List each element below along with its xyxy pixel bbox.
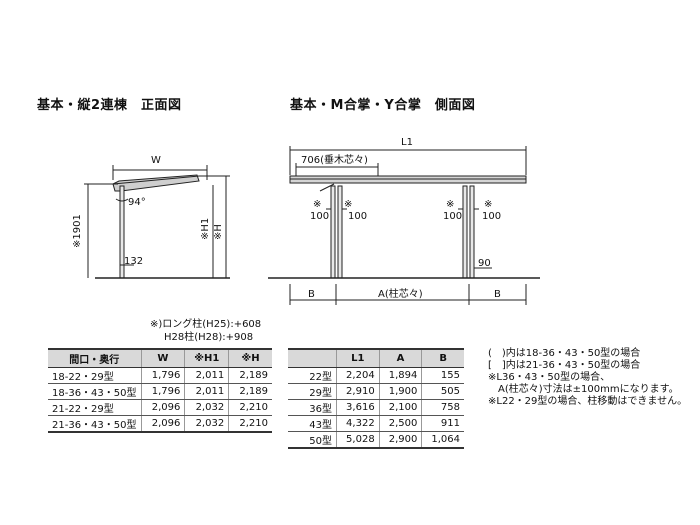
table-cell: 5,028 [336,431,380,449]
table-cell: 2,189 [228,367,272,384]
side-note-mark-left: ※ [313,199,321,210]
side-offset-label-left-b: 100 [348,211,367,222]
table-row: 18-22・29型 1,796 2,011 2,189 [48,367,272,384]
table-cell: 2,096 [140,415,185,433]
table-cell: 1,796 [140,383,185,400]
note-line: ( )内は18-36・43・50型の場合 [488,348,641,359]
table-cell: 29型 [288,383,337,400]
angle-arc [115,198,129,202]
table-cell: 2,204 [336,367,380,384]
table-cell: 911 [421,415,464,432]
side-left-post [330,185,336,279]
front-w-label: W [151,155,161,166]
table-cell: 2,189 [228,383,272,400]
table-cell: 155 [421,367,464,384]
table-cell: 2,096 [140,399,185,416]
table-cell: 22型 [288,367,337,384]
table-cell: 1,064 [421,431,464,449]
table-cell: 43型 [288,415,337,432]
table-row: 36型 3,616 2,100 758 [288,399,464,416]
front-table-header: 間口・奥行 [48,348,142,368]
side-table-header: A [378,348,422,368]
table-cell: 758 [421,399,464,416]
side-b-label-left: B [308,289,315,300]
side-note-mark-left-b: ※ [344,199,352,210]
table-cell: 18-36・43・50型 [48,383,142,400]
side-h90-label: 90 [478,258,491,269]
side-offset-label-right-a: 100 [443,211,462,222]
table-row: 21-22・29型 2,096 2,032 2,210 [48,399,272,416]
table-cell: 505 [421,383,464,400]
side-note-mark-right: ※ [446,199,454,210]
front-table-header: ※H [228,348,272,368]
table-cell: 2,910 [336,383,380,400]
side-view-heading: 基本・M合掌・Y合掌 側面図 [290,98,476,113]
table-cell: 2,032 [184,399,229,416]
table-cell: 2,011 [184,367,229,384]
table-cell: 2,500 [378,415,422,432]
table-row: 22型 2,204 1,894 155 [288,367,464,384]
table-cell: 1,796 [140,367,185,384]
side-table-header: B [421,348,464,368]
table-cell: 2,900 [378,431,422,449]
table-row: 29型 2,910 1,900 505 [288,383,464,400]
front-table-header: ※H1 [184,348,229,368]
front-h-label: ※H [213,224,224,240]
long-post-note-2: H28柱(H28):+908 [164,332,254,343]
note-line: [ ]内は21-36・43・50型の場合 [488,360,641,371]
table-cell: 1,900 [378,383,422,400]
side-spacing-label: 706(垂木芯々) [301,153,368,166]
table-row: 21-36・43・50型 2,096 2,032 2,210 [48,415,272,433]
table-cell: 2,100 [378,399,422,416]
table-cell: 3,616 [336,399,380,416]
side-table-header [288,348,337,368]
side-a-label: A(柱芯々) [378,287,423,300]
table-cell: 21-22・29型 [48,399,142,416]
table-cell: 2,032 [184,415,229,433]
front-view-heading: 基本・縦2連棟 正面図 [37,98,182,113]
side-table-header: L1 [336,348,380,368]
table-cell: 36型 [288,399,337,416]
front-base-label: 132 [124,256,143,267]
front-height-label: ※1901 [72,214,83,248]
table-cell: 50型 [288,431,337,449]
side-right-post [462,185,468,279]
note-line: ※L22・29型の場合、柱移動はできません。 [488,396,688,407]
table-row: 18-36・43・50型 1,796 2,011 2,189 [48,383,272,400]
table-cell: 18-22・29型 [48,367,142,384]
note-line: ※L36・43・50型の場合、 [488,372,611,383]
table-cell: 4,322 [336,415,380,432]
front-angle-label: 94° [128,197,146,208]
notes-block: ( )内は18-36・43・50型の場合 [ ]内は21-36・43・50型の場… [488,348,693,408]
side-note-mark-right-b: ※ [484,199,492,210]
table-cell: 2,011 [184,383,229,400]
table-cell: 2,210 [228,415,272,433]
front-h1-label: ※H1 [200,218,211,240]
side-offset-label-right-b: 100 [482,211,501,222]
table-cell: 21-36・43・50型 [48,415,142,433]
long-post-note-1: ※)ロング柱(H25):+608 [150,319,262,330]
note-line: A(柱芯々)寸法は±100mmになります。 [488,384,679,395]
front-spec-table: 間口・奥行 W ※H1 ※H 18-22・29型 1,796 2,011 2,1… [48,348,272,433]
side-b-label-right: B [494,289,501,300]
table-row: 43型 4,322 2,500 911 [288,415,464,432]
front-table-header: W [140,348,185,368]
side-view-diagram [268,146,540,305]
side-offset-label-left-a: 100 [310,211,329,222]
table-cell: 1,894 [378,367,422,384]
table-row: 50型 5,028 2,900 1,064 [288,431,464,449]
table-cell: 2,210 [228,399,272,416]
side-l1-label: L1 [401,137,413,148]
front-roof [112,174,200,192]
side-spec-table: L1 A B 22型 2,204 1,894 155 29型 2,910 1,9… [288,348,464,449]
